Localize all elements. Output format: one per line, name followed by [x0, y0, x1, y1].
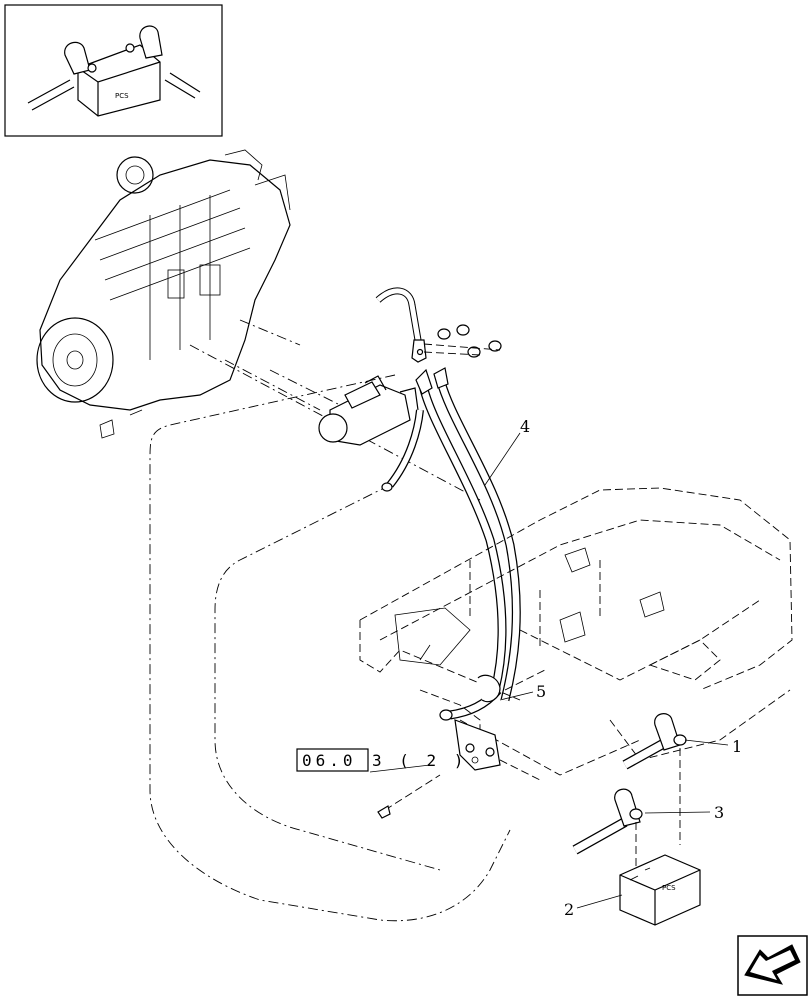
engine: [36, 149, 291, 439]
inset-battery-label: PCS: [115, 92, 129, 100]
chassis-frame: [359, 487, 793, 781]
callout-3: 3: [714, 803, 724, 822]
battery-label: PCS: [662, 884, 676, 892]
cable-4: [415, 367, 521, 721]
callout-2: 2: [564, 900, 574, 919]
navigation-arrow-icon[interactable]: [737, 935, 808, 996]
cable-lower-left: [381, 409, 424, 492]
cable-upper: [375, 287, 427, 363]
starter-motor: [318, 375, 419, 446]
clamp-3: [572, 788, 643, 870]
callout-1: 1: [732, 737, 742, 756]
reference-suffix-text: 3 ( 2 ): [372, 751, 467, 770]
reference-boxed-text: 06.0: [302, 751, 357, 770]
bracket: [454, 669, 546, 771]
callout-5: 5: [536, 682, 546, 701]
nuts-washers: [423, 324, 502, 358]
battery: PCS: [619, 854, 701, 926]
clamp-1: [622, 713, 687, 845]
callout-4: 4: [520, 417, 530, 436]
inset-view: PCS: [4, 4, 223, 137]
reference-link[interactable]: 06.0 3 ( 2 ): [296, 748, 467, 772]
